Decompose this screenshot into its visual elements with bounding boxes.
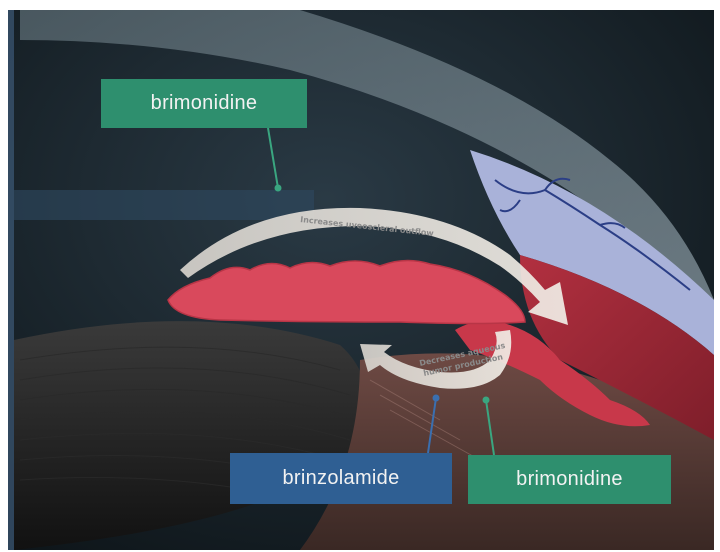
brimonidine-label-top: brimonidine — [101, 79, 307, 128]
leader-dot-brimonidine-bottom — [483, 397, 490, 404]
leader-dot-brimonidine-top — [275, 185, 282, 192]
leader-dot-brinzolamide — [433, 395, 440, 402]
brinzolamide-label: brinzolamide — [230, 453, 452, 504]
brimonidine-label-bottom: brimonidine — [468, 455, 671, 504]
